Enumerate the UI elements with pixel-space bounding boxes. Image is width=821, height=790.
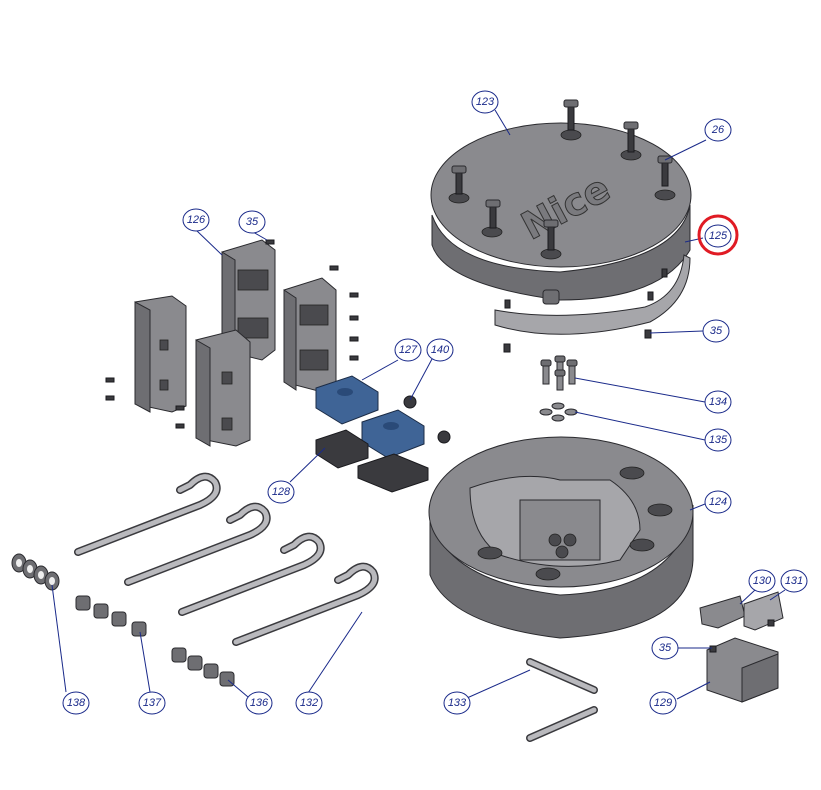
callout-136-label: 136: [250, 697, 269, 709]
callout-131: 131: [780, 569, 808, 593]
callout-127-label: 127: [399, 344, 418, 356]
callout-35-right: 35: [702, 319, 730, 343]
callout-35-bottom-label: 35: [659, 642, 672, 654]
bolts-part: [540, 355, 578, 391]
cover-screws: [451, 99, 673, 251]
junction-boxes-part: [315, 375, 429, 493]
callout-125-label: 125: [709, 230, 728, 242]
seal-strip-part: [494, 254, 691, 335]
callout-123-label: 123: [476, 96, 495, 108]
callout-123: 123: [471, 90, 499, 114]
callout-130: 130: [748, 569, 776, 593]
large-washers-part: [11, 553, 60, 591]
callout-129: 129: [649, 691, 677, 715]
callout-138: 138: [62, 691, 90, 715]
callout-138-label: 138: [67, 697, 86, 709]
callout-140: 140: [426, 338, 454, 362]
u-bolts-part: [74, 472, 379, 646]
small-screws-upper: [503, 268, 668, 353]
highlight-ring: [697, 214, 739, 256]
callout-124-label: 124: [709, 496, 727, 508]
nuts-upper-part: [75, 595, 147, 637]
callout-26-label: 26: [711, 124, 725, 136]
callout-130-label: 130: [753, 575, 772, 587]
callout-126: 126: [182, 208, 210, 232]
pins-part: [526, 658, 598, 742]
top-cover-part: Nice: [430, 122, 692, 305]
washers-part: [539, 402, 578, 422]
callout-131-label: 131: [785, 575, 803, 587]
callout-133-label: 133: [448, 697, 467, 709]
grommets-part: [403, 395, 451, 444]
callout-26: 26: [704, 118, 732, 142]
callout-125: 125: [697, 214, 739, 256]
callout-128: 128: [267, 480, 295, 504]
base-housing-part: [428, 436, 694, 639]
bracket-screws: [105, 239, 359, 429]
callout-140-label: 140: [431, 344, 450, 356]
callout-133: 133: [443, 691, 471, 715]
callout-129-label: 129: [654, 697, 672, 709]
callout-135-label: 135: [709, 434, 728, 446]
callout-132-label: 132: [300, 697, 318, 709]
callout-134-label: 134: [709, 396, 727, 408]
callout-136: 136: [245, 691, 273, 715]
lock-parts: [699, 591, 784, 703]
callout-128-label: 128: [272, 486, 291, 498]
leader-lines: [51, 109, 786, 700]
callout-137-label: 137: [143, 697, 162, 709]
callout-137: 137: [138, 691, 166, 715]
nuts-lower-part: [171, 647, 235, 687]
callout-35-top-label: 35: [246, 216, 259, 228]
callout-132: 132: [295, 691, 323, 715]
callout-127: 127: [394, 338, 422, 362]
callout-135: 135: [704, 428, 732, 452]
callout-35-bottom: 35: [651, 636, 679, 660]
mounting-brackets-part: [134, 239, 337, 447]
callout-126-label: 126: [187, 214, 206, 226]
callout-124: 124: [704, 490, 732, 514]
callout-35-right-label: 35: [710, 325, 723, 337]
callout-35-top: 35: [238, 210, 266, 234]
callout-134: 134: [704, 390, 732, 414]
